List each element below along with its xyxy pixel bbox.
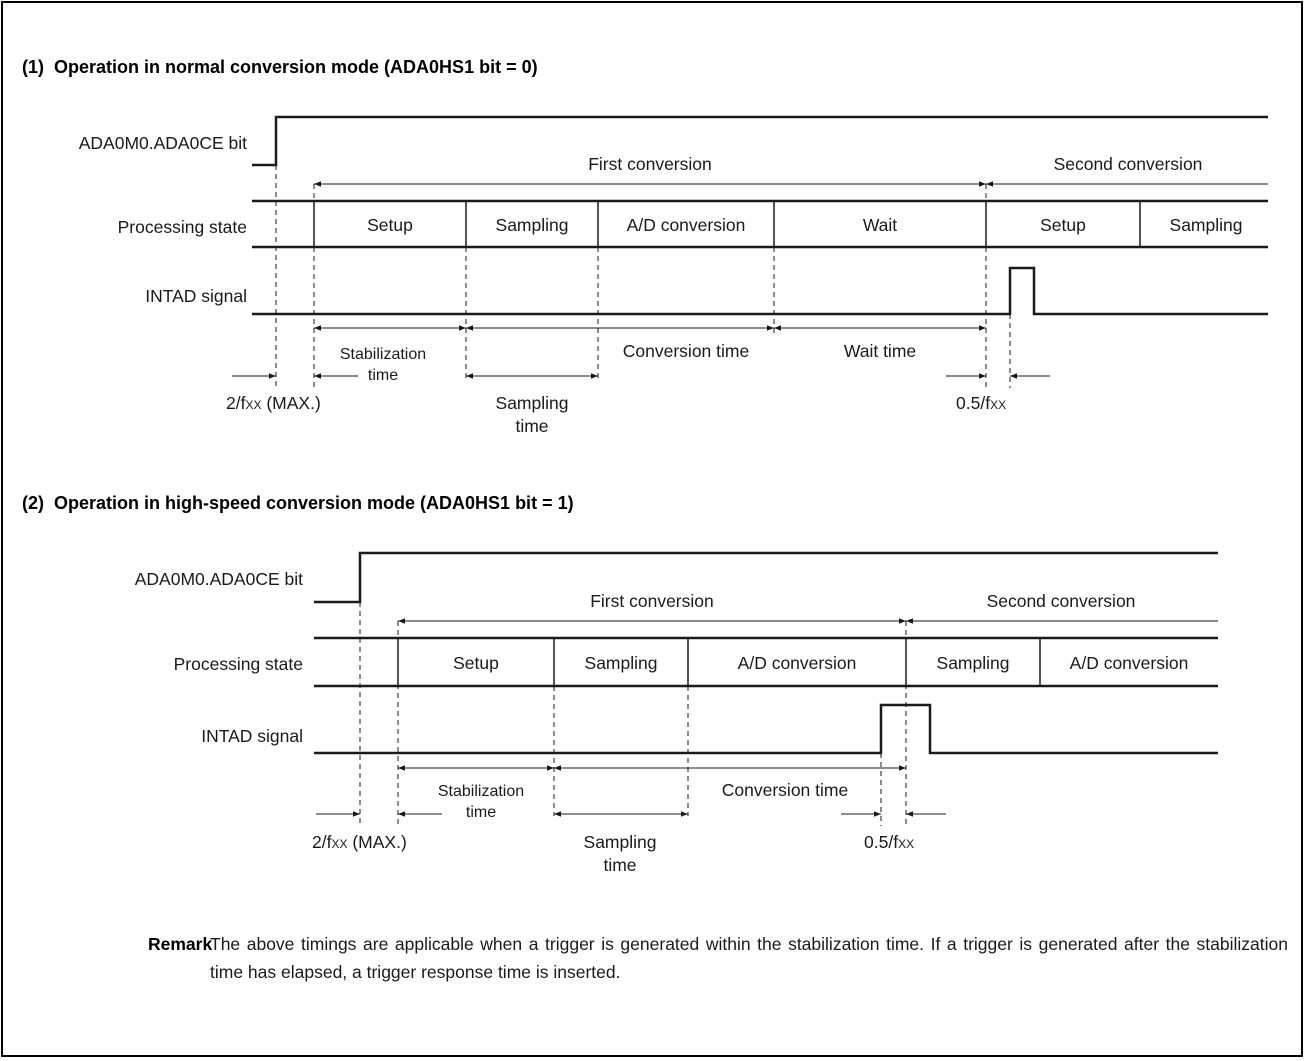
timing-arrows-1: [232, 325, 1050, 379]
conversion-time-label-2: Conversion time: [722, 780, 848, 800]
wait-time-label-1: Wait time: [844, 341, 916, 361]
max-delay-label-1: 2/fXX (MAX.): [226, 393, 321, 413]
intad-waveform-2: [314, 703, 1218, 755]
state-setup-2nd-1: Setup: [1040, 215, 1086, 235]
dashed-guides-2: [359, 602, 907, 826]
state-sampling-2: Sampling: [585, 653, 658, 673]
section-1-lines: [232, 115, 1268, 388]
stabilization-time-line2-2: time: [466, 804, 496, 821]
second-conversion-label-2: Second conversion: [987, 591, 1136, 611]
half-clock-label-2: 0.5/fXX: [864, 832, 914, 852]
intad-label-1: INTAD signal: [145, 286, 247, 306]
state-sampling-2nd-1: Sampling: [1170, 215, 1243, 235]
max-delay-label-2: 2/fXX (MAX.): [312, 832, 407, 852]
first-conversion-label-2: First conversion: [590, 591, 714, 611]
ce-bit-label-1: ADA0M0.ADA0CE bit: [79, 133, 247, 153]
timing-arrows-2: [316, 765, 946, 817]
stabilization-time-line2-1: time: [368, 367, 398, 384]
section-2-heading: (2) Operation in high-speed conversion m…: [22, 493, 574, 513]
state-wait-1: Wait: [863, 215, 897, 235]
ce-bit-waveform-2: [314, 551, 1218, 604]
state-setup-1: Setup: [367, 215, 413, 235]
sampling-time-line2-1: time: [515, 416, 548, 436]
sampling-time-line1-1: Sampling: [496, 393, 569, 413]
remark-label: Remark: [148, 934, 213, 954]
state-ad-conversion-2: A/D conversion: [738, 653, 857, 673]
ce-bit-label-2: ADA0M0.ADA0CE bit: [135, 569, 303, 589]
processing-state-label-1: Processing state: [118, 217, 247, 237]
stabilization-time-line1-1: Stabilization: [340, 346, 426, 363]
sampling-time-line2-2: time: [603, 855, 636, 875]
dashed-guides-1: [275, 165, 1011, 388]
second-conversion-label-1: Second conversion: [1054, 154, 1203, 174]
stabilization-time-line1-2: Stabilization: [438, 783, 524, 800]
intad-label-2: INTAD signal: [201, 726, 303, 746]
sampling-time-line1-2: Sampling: [584, 832, 657, 852]
state-setup-2: Setup: [453, 653, 499, 673]
state-sampling-2nd-2: Sampling: [937, 653, 1010, 673]
remark-block: Remark The above timings are applicable …: [148, 930, 1288, 986]
processing-state-label-2: Processing state: [174, 654, 303, 674]
remark-text: The above timings are applicable when a …: [210, 934, 1288, 982]
intad-waveform-1: [252, 266, 1268, 316]
half-clock-label-1: 0.5/fXX: [956, 393, 1006, 413]
state-ad-conversion-1: A/D conversion: [627, 215, 746, 235]
state-sampling-1: Sampling: [496, 215, 569, 235]
state-ad-conversion-2nd-2: A/D conversion: [1070, 653, 1189, 673]
conversion-time-label-1: Conversion time: [623, 341, 749, 361]
section-1-heading: (1) Operation in normal conversion mode …: [22, 57, 538, 77]
first-conversion-label-1: First conversion: [588, 154, 712, 174]
section-2-lines: [314, 551, 1218, 826]
ce-bit-waveform-1: [252, 115, 1268, 167]
